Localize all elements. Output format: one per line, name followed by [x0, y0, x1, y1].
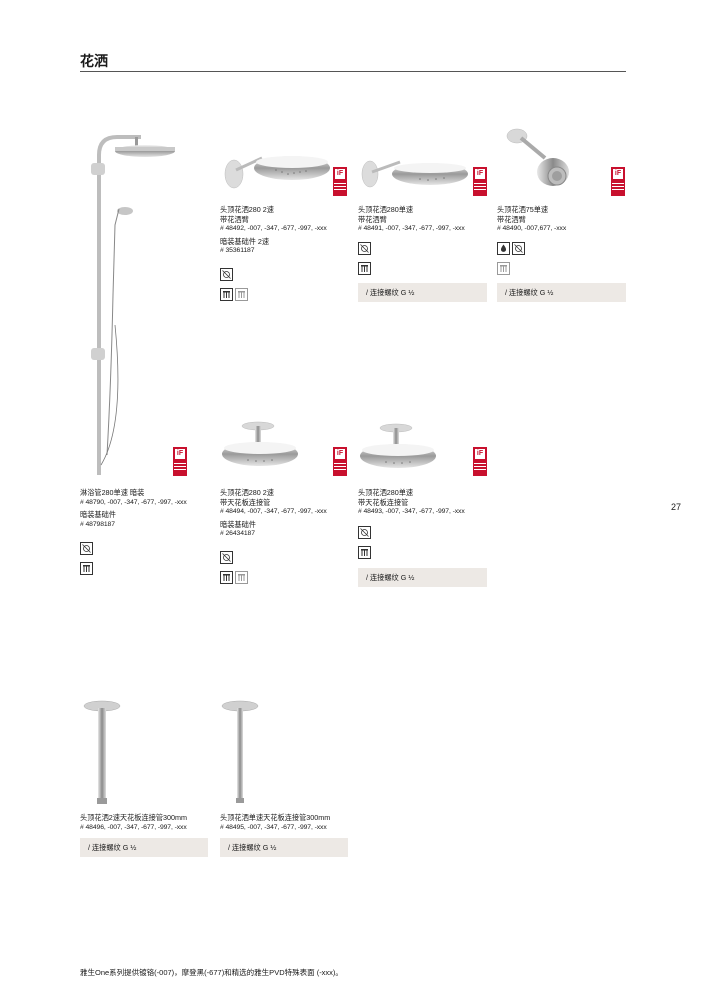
shower-pipe-image [91, 135, 175, 475]
product-p3: 头顶花洒75单速 带花洒臂 # 48490, -007,677, -xxx [497, 205, 632, 234]
no-descale-icon [80, 542, 93, 555]
product-code: # 48491, -007, -347, -677, -997, -xxx [358, 225, 465, 232]
no-descale-icon [358, 526, 371, 539]
p3-mount-icons [497, 262, 510, 275]
footer-note: 雅生One系列提供镀铬(-007)，摩登黑(-677)和精选的雅生PVD特殊表面… [80, 968, 343, 977]
if-award-icon-p6: iF [473, 447, 487, 476]
if-award-icon-p4: iF [173, 447, 187, 476]
sub-product-name: 暗装基础件 2速 [220, 236, 270, 246]
p1-feature-icons [220, 268, 233, 281]
product-name: 淋浴管280单速 暗装 [80, 488, 145, 497]
product-p8: 头顶花洒单速天花板连接管300mm # 48495, -007, -347, -… [220, 813, 355, 832]
product-name: 带花洒臂 [220, 214, 249, 224]
no-descale-icon [512, 242, 525, 255]
product-1-image [224, 156, 330, 189]
no-descale-icon [220, 551, 233, 564]
water-drop-icon [497, 242, 510, 255]
p5-feature-icons [220, 551, 233, 564]
p5-mount-icons [220, 571, 248, 584]
p3-feature-icons [497, 242, 525, 255]
product-name: 带天花板连接管 [358, 497, 409, 507]
product-6-image [360, 423, 436, 468]
p6-mount-icons [358, 546, 371, 559]
no-descale-icon [220, 268, 233, 281]
mounting-dark-icon [220, 288, 233, 301]
product-name: 带花洒臂 [358, 214, 387, 224]
product-code: # 48496, -007, -347, -677, -997, -xxx [80, 823, 187, 831]
connection-thread-label: / 连接螺纹 G ½ [220, 838, 348, 857]
product-name: 头顶花洒280单速 [358, 488, 414, 497]
p1-mount-icons [220, 288, 248, 301]
p2-feature-icons [358, 242, 371, 255]
product-name: 头顶花洒280单速 [358, 205, 414, 214]
product-p2: 头顶花洒280单速 带花洒臂 # 48491, -007, -347, -677… [358, 205, 493, 234]
connection-thread-label: / 连接螺纹 G ½ [497, 283, 626, 302]
mounting-light-icon [497, 262, 510, 275]
product-p5: 头顶花洒280 2速 带天花板连接管 # 48494, -007, -347, … [220, 488, 355, 539]
mounting-dark-icon [80, 562, 93, 575]
sub-product-name: 暗装基础件 [80, 510, 116, 519]
connection-thread-label: / 连接螺纹 G ½ [358, 283, 487, 302]
if-award-icon-p2: iF [473, 167, 487, 196]
product-code: # 48490, -007,677, -xxx [497, 225, 567, 232]
product-p7: 头顶花洒2速天花板连接管300mm # 48496, -007, -347, -… [80, 813, 215, 832]
product-name: 头顶花洒280 2速 [220, 205, 274, 214]
mounting-dark-icon [358, 546, 371, 559]
mounting-light-icon [235, 288, 248, 301]
if-award-icon-p1: iF [333, 167, 347, 196]
product-code: # 48492, -007, -347, -677, -997, -xxx [220, 225, 327, 232]
connection-thread-label: / 连接螺纹 G ½ [80, 838, 208, 857]
connection-thread-label: / 连接螺纹 G ½ [358, 568, 487, 587]
product-code: # 48494, -007, -347, -677, -997, -xxx [220, 508, 327, 515]
product-name: 头顶花洒2速天花板连接管300mm [80, 813, 188, 822]
title-divider [80, 71, 626, 72]
product-code: # 48493, -007, -347, -677, -997, -xxx [358, 508, 465, 515]
product-p6: 头顶花洒280单速 带天花板连接管 # 48493, -007, -347, -… [358, 488, 493, 517]
product-code: # 48790, -007, -347, -677, -997, -xxx [80, 498, 187, 506]
product-name: 带花洒臂 [497, 214, 526, 224]
product-7-image [83, 700, 121, 804]
product-3-image [506, 128, 569, 186]
product-8-image [221, 700, 259, 803]
page-number: 27 [671, 502, 682, 512]
p4-mount-icons [80, 562, 93, 575]
product-name: 头顶花洒单速天花板连接管300mm [220, 813, 331, 822]
page-title: 花洒 [80, 53, 108, 69]
if-award-icon-p3: iF [611, 167, 625, 196]
product-name: 头顶花洒75单速 [497, 205, 549, 214]
sub-product-code: # 48798187 [80, 520, 115, 528]
product-name: 头顶花洒280 2速 [220, 488, 274, 497]
product-2-image [361, 160, 468, 188]
product-p4: 淋浴管280单速 暗装 # 48790, -007, -347, -677, -… [80, 488, 215, 529]
product-code: # 48495, -007, -347, -677, -997, -xxx [220, 823, 327, 831]
if-award-icon-p5: iF [333, 447, 347, 476]
mounting-light-icon [235, 571, 248, 584]
p2-mount-icons [358, 262, 371, 275]
product-p1: 头顶花洒280 2速 带花洒臂 # 48492, -007, -347, -67… [220, 205, 355, 256]
product-name: 带天花板连接管 [220, 497, 271, 507]
sub-product-code: # 26434187 [220, 530, 255, 537]
p6-feature-icons [358, 526, 371, 539]
mounting-dark-icon [358, 262, 371, 275]
no-descale-icon [358, 242, 371, 255]
sub-product-name: 暗装基础件 [220, 519, 256, 529]
p4-feature-icons [80, 542, 93, 555]
product-5-image [222, 421, 298, 466]
sub-product-code: # 35361187 [220, 247, 255, 254]
mounting-dark-icon [220, 571, 233, 584]
